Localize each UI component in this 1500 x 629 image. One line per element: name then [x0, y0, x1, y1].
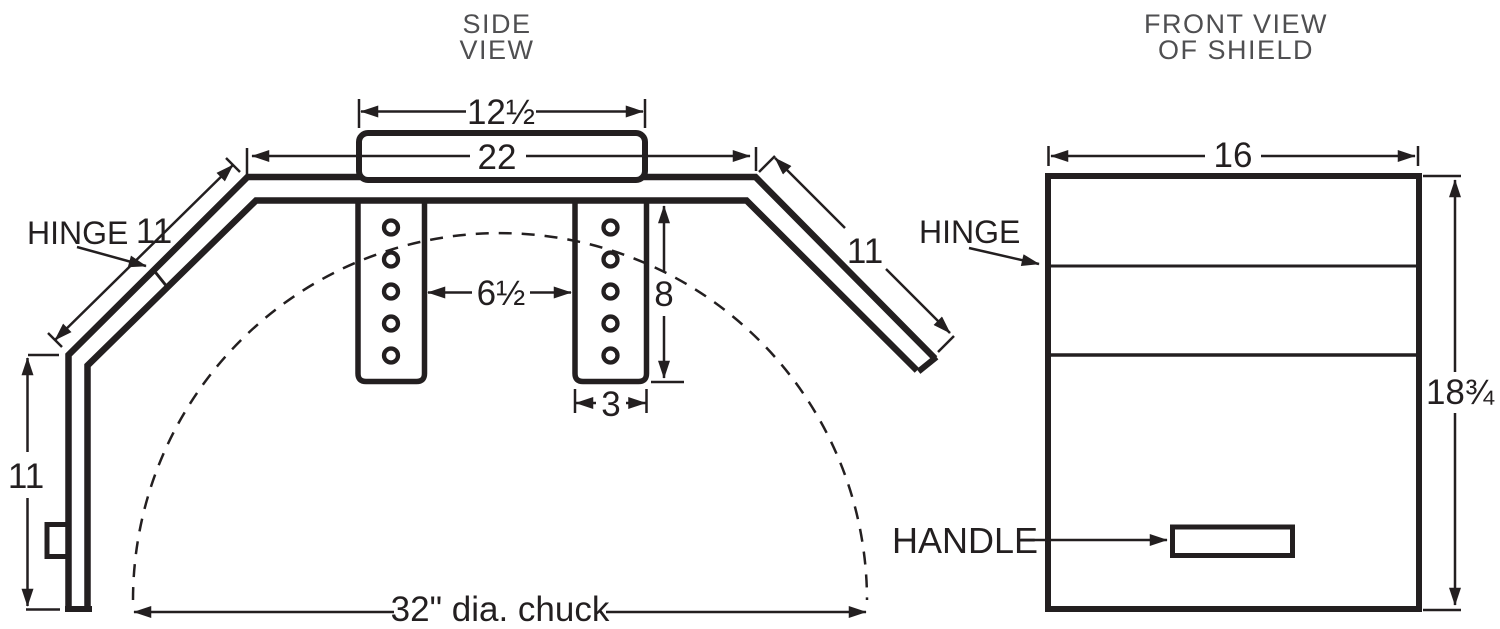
dim-value: 6½ — [477, 274, 526, 313]
hinge-callout-front: HINGE — [919, 214, 1040, 267]
chuck-arc — [131, 231, 869, 601]
side-view-title-line1: SIDE — [462, 9, 531, 39]
shield-panel — [1045, 173, 1422, 612]
side-view: SIDE VIEW — [8, 9, 955, 629]
bracket-hole — [601, 282, 620, 301]
bracket-right-outline — [572, 200, 650, 385]
dim-value: 16 — [1214, 136, 1253, 175]
handle-callout: HANDLE — [892, 520, 1168, 561]
dim-value: 3 — [601, 385, 620, 424]
dim-panel-height: 18¾ — [1423, 174, 1495, 612]
hinge-label-front: HINGE — [919, 214, 1020, 250]
dim-bracket-height: 8 — [651, 205, 684, 384]
extension-line — [937, 335, 955, 353]
dim-bracket-gap: 6½ — [427, 274, 572, 313]
dim-value: 22 — [478, 138, 517, 177]
dim-lower-arm: 11 — [8, 353, 60, 611]
side-view-title-line2: VIEW — [459, 35, 534, 65]
hinge-mark — [150, 267, 170, 289]
bracket-hole — [381, 314, 401, 333]
handle-cutout — [1170, 524, 1295, 558]
dim-value: 11 — [8, 457, 44, 496]
dim-right-arm: 11 — [758, 155, 955, 353]
dim-value: 11 — [136, 212, 172, 251]
dim-line — [54, 164, 234, 341]
dim-chuck-diameter: 32" dia. chuck — [133, 590, 867, 629]
dim-value: 32" dia. chuck — [391, 590, 610, 629]
bracket-hole — [601, 314, 620, 333]
bracket-hole — [381, 218, 401, 237]
dim-value: 12½ — [467, 93, 535, 132]
front-view: FRONT VIEW OF SHIELD 16 18¾ HINGE — [892, 9, 1495, 612]
shield-right-tip-cap — [916, 354, 939, 374]
dim-value: 18¾ — [1426, 373, 1495, 412]
bracket-hole — [601, 218, 620, 237]
bracket-hole — [601, 250, 620, 269]
dim-line — [774, 157, 846, 229]
extension-line — [758, 155, 776, 173]
dim-line — [885, 268, 951, 334]
bracket-hole — [381, 282, 401, 301]
bracket-left — [355, 200, 428, 385]
dim-plate-width: 12½ — [357, 93, 647, 132]
bracket-hole — [381, 250, 401, 269]
dim-value: 11 — [847, 232, 883, 271]
dim-bracket-width: 3 — [573, 385, 648, 424]
bracket-hole — [601, 346, 620, 365]
bracket-right — [572, 200, 650, 385]
hinge-leader-arrow — [76, 245, 147, 268]
bracket-hole — [381, 346, 401, 365]
hinge-label: HINGE — [27, 215, 128, 251]
dim-value: 8 — [654, 275, 673, 314]
shield-inner-edge — [84, 197, 920, 611]
hinge-leader-arrow-front — [968, 246, 1040, 267]
shield-outer-edge — [65, 173, 938, 611]
handle-label: HANDLE — [892, 520, 1038, 561]
dim-panel-width: 16 — [1047, 136, 1420, 175]
hinge-callout-side: HINGE — [27, 215, 147, 268]
dim-shield-width: 22 — [245, 138, 758, 177]
bracket-left-outline — [355, 200, 428, 385]
front-view-title-line1: FRONT VIEW — [1144, 9, 1328, 39]
front-view-title-line2: OF SHIELD — [1158, 35, 1314, 65]
dim-upper-arm: 11 — [47, 157, 241, 348]
